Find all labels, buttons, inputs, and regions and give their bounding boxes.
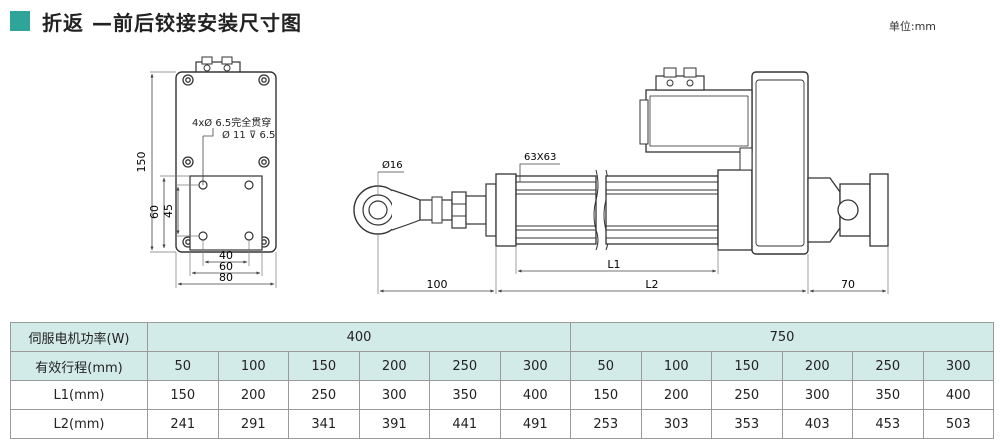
dim-150: 150 — [135, 152, 148, 173]
table-cell: 200 — [358, 351, 430, 381]
dim-80: 80 — [219, 271, 233, 284]
connector-icon — [195, 56, 241, 75]
table-cell: 200 — [781, 351, 853, 381]
table-cell: 341 — [288, 409, 360, 439]
dim-100: 100 — [427, 278, 448, 291]
table-row-l2: L2(mm) 241 291 341 391 441 491 253 303 3… — [10, 409, 994, 439]
side-view: Ø16 63X63 L1 100 L2 70 — [353, 67, 889, 294]
spec-table: 伺服电机功率(W) 400 750 有效行程(mm) 50 100 150 20… — [10, 322, 994, 439]
table-cell: 200 — [640, 380, 712, 410]
table-cell: 150 — [711, 351, 783, 381]
l2-label: L2(mm) — [10, 409, 148, 439]
dim-70: 70 — [841, 278, 855, 291]
table-cell: 150 — [288, 351, 360, 381]
profile-tube — [515, 169, 719, 251]
pulley-case — [751, 71, 809, 255]
flange-holes — [198, 180, 254, 241]
dim-L2: L2 — [645, 278, 658, 291]
power-group-750: 750 — [570, 322, 994, 352]
table-cell: 300 — [922, 351, 994, 381]
table-cell: 453 — [852, 409, 924, 439]
rear-housing — [717, 169, 753, 251]
table-cell: 300 — [358, 380, 430, 410]
table-cell: 100 — [217, 351, 289, 381]
table-cell: 403 — [781, 409, 853, 439]
stroke-label: 有效行程(mm) — [10, 351, 148, 381]
dim-L1: L1 — [607, 258, 620, 271]
table-cell: 253 — [570, 409, 642, 439]
installation-drawing: 4xØ 6.5完全贯穿 Ø 11 ⊽ 6.5 150 60 45 40 60 8… — [135, 56, 889, 294]
table-cell: 250 — [711, 380, 783, 410]
dim-60-horizontal: 60 — [219, 260, 233, 273]
table-cell: 350 — [852, 380, 924, 410]
table-cell: 50 — [147, 351, 219, 381]
title-marker-icon — [10, 11, 30, 31]
table-cell: 150 — [570, 380, 642, 410]
table-cell: 400 — [499, 380, 571, 410]
table-cell: 400 — [922, 380, 994, 410]
servo-power-label: 伺服电机功率(W) — [10, 322, 148, 352]
table-row-l1: L1(mm) 150 200 250 300 350 400 150 200 2… — [10, 380, 994, 410]
table-cell: 350 — [429, 380, 501, 410]
hole-note-1: 4xØ 6.5完全贯穿 — [192, 116, 271, 129]
table-cell: 291 — [217, 409, 289, 439]
table-cell: 150 — [147, 380, 219, 410]
table-cell: 353 — [711, 409, 783, 439]
power-group-400: 400 — [147, 322, 571, 352]
table-cell: 491 — [499, 409, 571, 439]
table-cell: 441 — [429, 409, 501, 439]
dim-phi16: Ø16 — [382, 159, 403, 171]
table-cell: 241 — [147, 409, 219, 439]
hole-note-2: Ø 11 ⊽ 6.5 — [222, 129, 275, 141]
title-bar: 折返 —前后铰接安装尺寸图 — [10, 8, 302, 35]
dim-45: 45 — [162, 204, 175, 218]
rod-end-eye — [353, 185, 421, 235]
table-cell: 250 — [852, 351, 924, 381]
table-row-stroke: 有效行程(mm) 50 100 150 200 250 300 50 100 1… — [10, 351, 994, 381]
table-cell: 200 — [217, 380, 289, 410]
table-cell: 250 — [429, 351, 501, 381]
front-end-cap — [495, 173, 517, 247]
table-row-servo: 伺服电机功率(W) 400 750 — [10, 322, 994, 352]
unit-note: 单位:mm — [888, 20, 936, 33]
table-cell: 100 — [640, 351, 712, 381]
table-cell: 50 — [570, 351, 642, 381]
front-view: 4xØ 6.5完全贯穿 Ø 11 ⊽ 6.5 150 60 45 40 60 8… — [135, 56, 277, 288]
table-cell: 300 — [781, 380, 853, 410]
table-cell: 250 — [288, 380, 360, 410]
servo-motor-icon — [639, 67, 753, 171]
table-cell: 391 — [358, 409, 430, 439]
dim-63x63: 63X63 — [524, 152, 556, 163]
table-cell: 303 — [640, 409, 712, 439]
table-cell: 503 — [922, 409, 994, 439]
l1-label: L1(mm) — [10, 380, 148, 410]
corner-holes — [182, 74, 270, 248]
hex-nut — [451, 191, 467, 229]
page-title: 折返 —前后铰接安装尺寸图 — [42, 10, 302, 35]
rear-clevis — [807, 173, 889, 247]
dim-40: 40 — [219, 249, 233, 262]
dim-60-vertical: 60 — [148, 205, 161, 219]
table-cell: 300 — [499, 351, 571, 381]
